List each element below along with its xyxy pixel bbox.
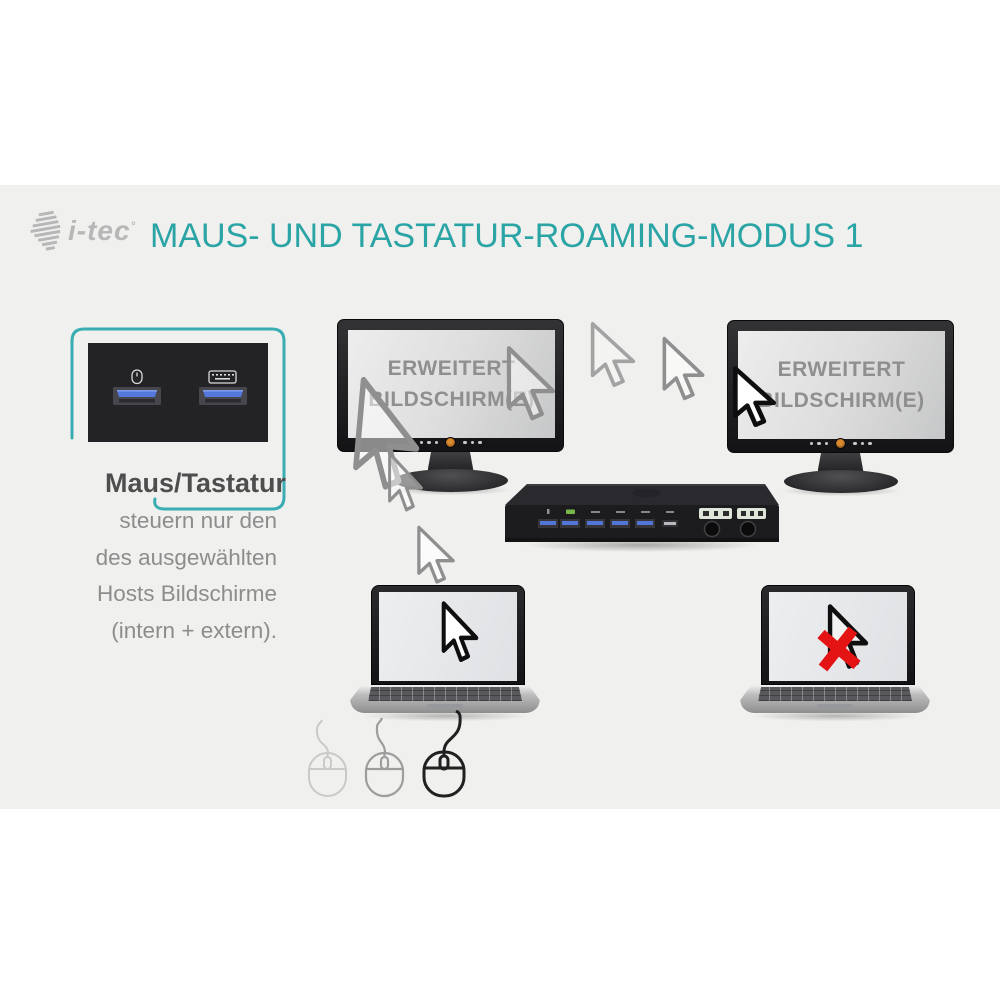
cursor-icon-between-monitors-2	[662, 336, 705, 401]
mouse-device-icon-medium	[364, 717, 405, 798]
screen-label: BILDSCHIRM(E)	[368, 388, 535, 411]
screen-label: ERWEITERT	[777, 358, 906, 381]
laptop-keyboard	[368, 687, 522, 701]
callout-description: steuern nur den des ausgewählten Hosts B…	[60, 503, 277, 649]
screen-label: ERWEITERT	[387, 357, 516, 380]
keyboard-icon	[208, 370, 237, 384]
monitor-screen: ERWEITERT BILDSCHIRM(E)	[738, 331, 945, 439]
page-title: MAUS- UND TASTATUR-ROAMING-MODUS 1	[150, 217, 864, 255]
monitor-controls	[809, 438, 872, 449]
usb-port	[113, 387, 161, 405]
cursor-icon-monitor-right	[731, 365, 778, 431]
callout-line: des ausgewählten	[95, 544, 277, 570]
cursor-icon-trail-lower	[417, 525, 455, 584]
cursor-icon-monitor-left-edge	[504, 344, 558, 426]
laptop-keyboard	[758, 687, 912, 701]
i-tec-logo: i-tec°	[28, 206, 146, 262]
dock-top-logo	[633, 488, 661, 498]
callout-line: Hosts Bildschirme	[96, 581, 277, 606]
monitor-right: ERWEITERT BILDSCHIRM(E)	[727, 320, 954, 505]
dock-usb-ports	[538, 509, 678, 528]
monitor-left: ERWEITERT BILDSCHIRM(E)	[337, 319, 564, 504]
callout-line: (intern + extern).	[111, 617, 277, 643]
cursor-icon-between-monitors-1	[590, 321, 636, 388]
monitor-stand-neck	[427, 451, 474, 471]
power-led	[445, 437, 456, 448]
mouse-device-icon-active	[422, 710, 466, 798]
cursor-icon-laptop-left	[440, 600, 480, 666]
laptop-trackpad-notch	[427, 704, 463, 709]
laptop-left	[338, 585, 552, 725]
red-x-icon	[817, 626, 861, 672]
monitor-stand-neck	[817, 452, 864, 472]
cursor-icon-trail-upper	[387, 451, 424, 512]
monitor-stand-base	[783, 470, 898, 493]
callout-border	[70, 327, 286, 511]
audio-jack-label-glow	[699, 508, 766, 519]
logo-text: i-tec°	[68, 215, 136, 246]
callout-line: steuern nur den	[119, 508, 277, 533]
audio-jack	[703, 520, 721, 538]
screen-label: BILDSCHIRM(E)	[758, 389, 925, 412]
laptop-trackpad-notch	[817, 704, 853, 709]
audio-jack	[739, 520, 757, 538]
monitor-controls	[419, 437, 482, 448]
laptop-screen-bezel	[371, 585, 525, 685]
monitor-bezel: ERWEITERT BILDSCHIRM(E)	[727, 320, 954, 453]
kvm-dock	[505, 484, 779, 542]
mouse-device-icon-light	[308, 719, 347, 797]
usb-port	[199, 387, 247, 405]
usb-panel-photo	[88, 343, 268, 442]
logo-trademark: °	[130, 220, 136, 233]
power-led	[835, 438, 846, 449]
callout-heading: Maus/Tastatur	[104, 468, 286, 498]
mouse-icon	[131, 369, 143, 385]
logo-arrow-icon	[30, 210, 61, 251]
